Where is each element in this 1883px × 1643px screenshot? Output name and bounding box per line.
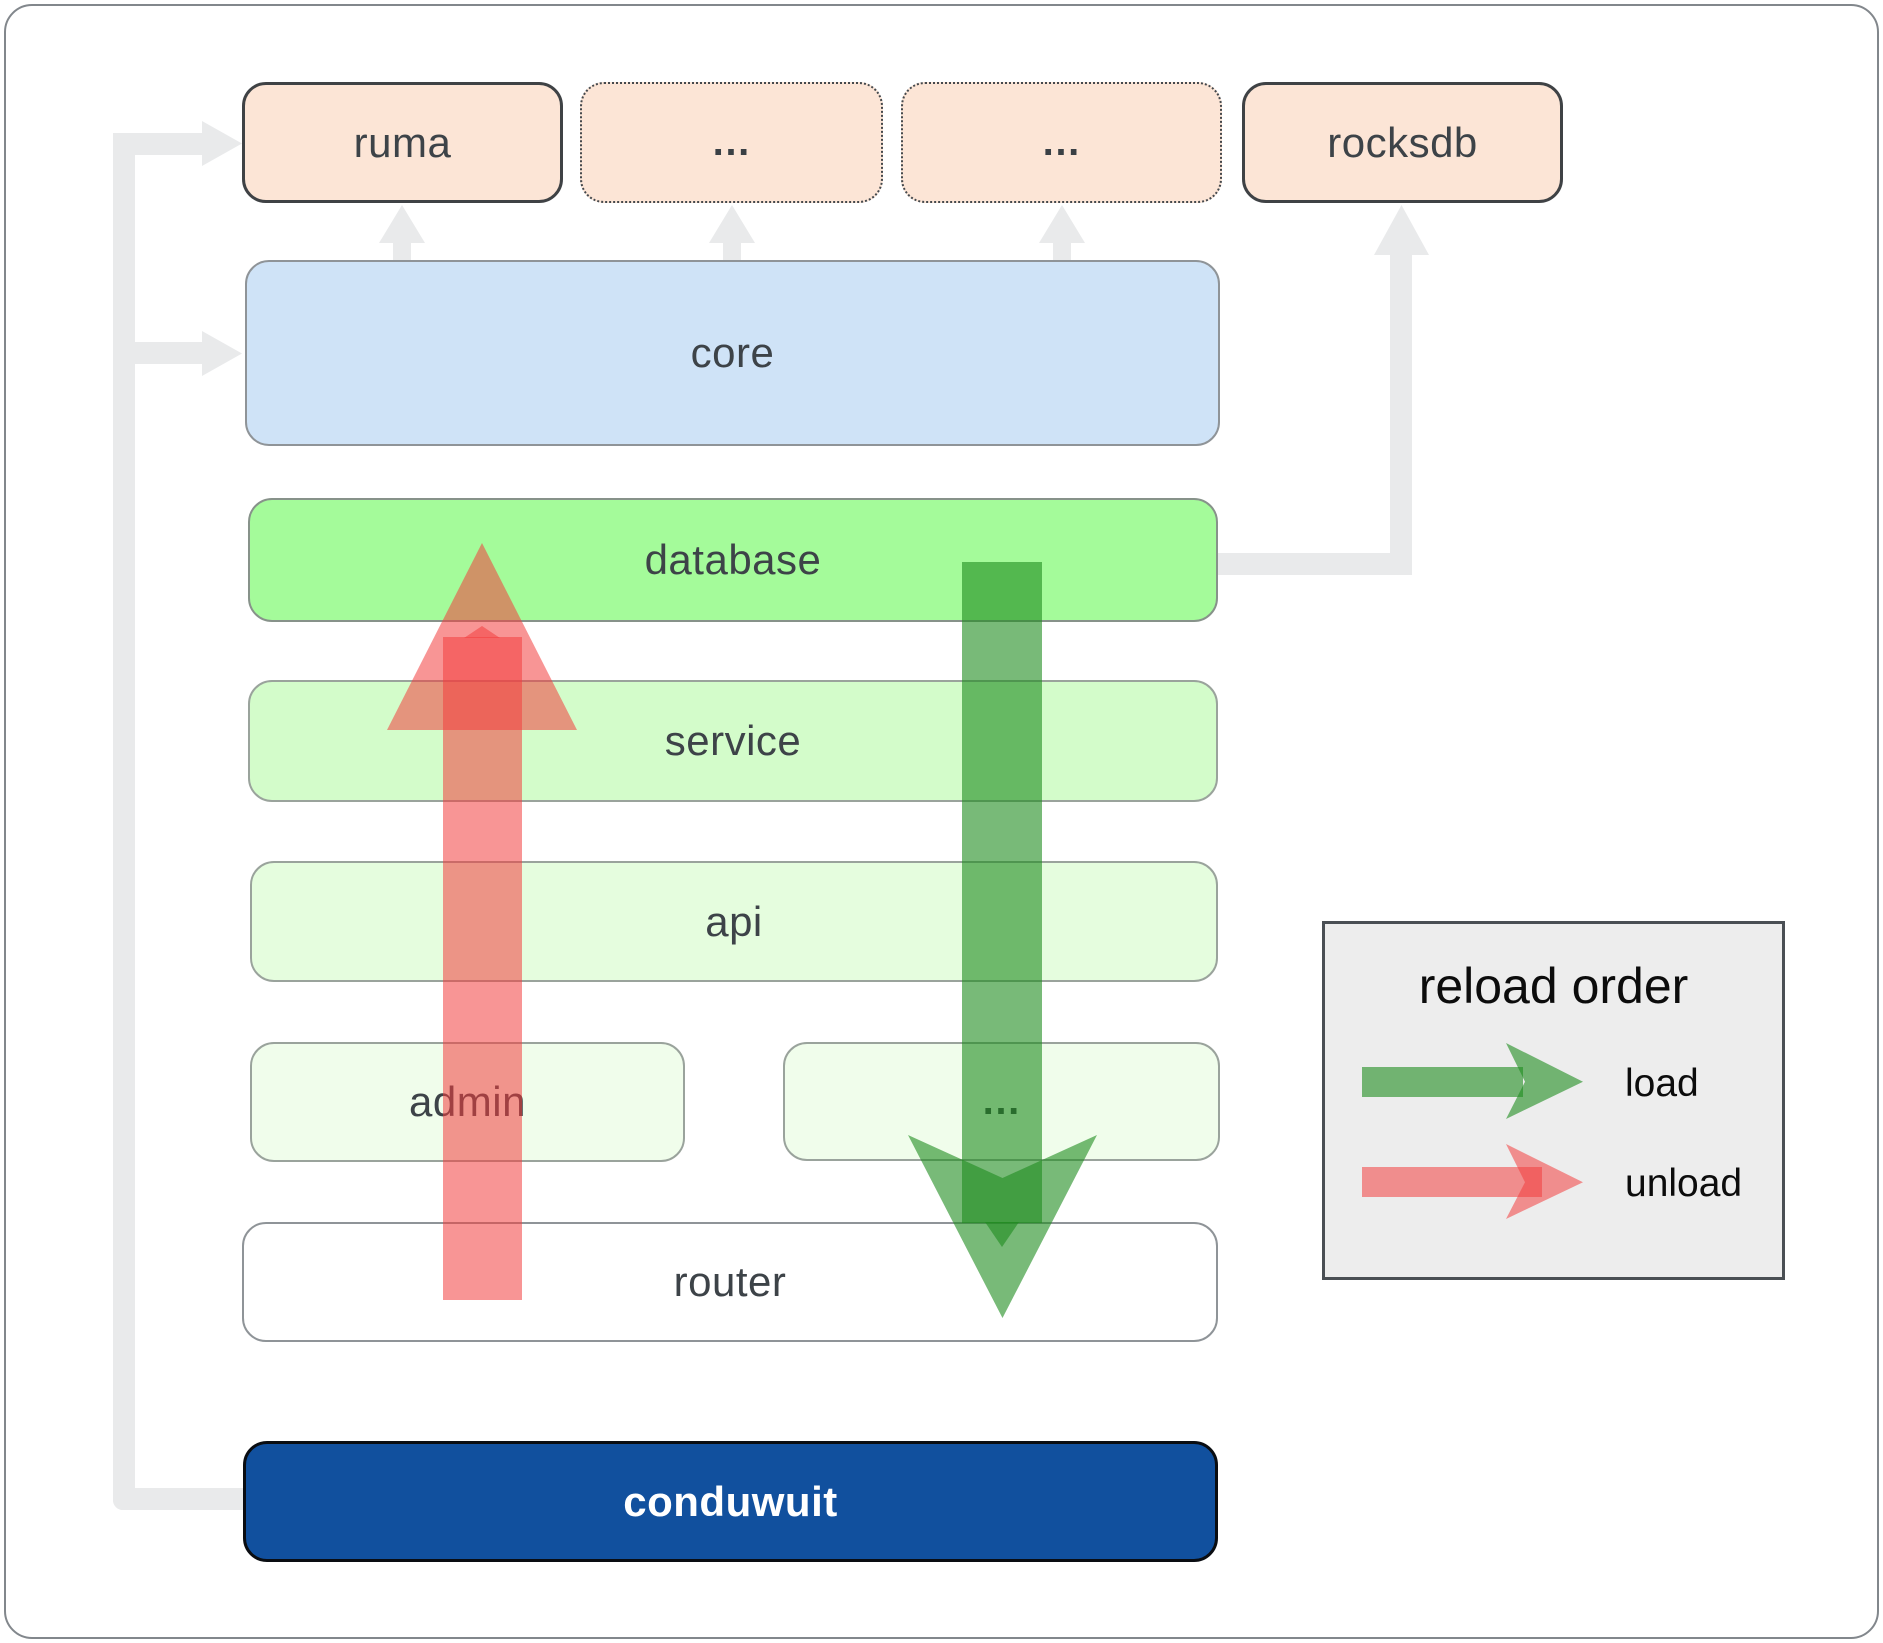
node-core: core — [245, 260, 1220, 446]
node-service-label: service — [664, 717, 802, 764]
legend — [1322, 921, 1785, 1280]
node-rocksdb: rocksdb — [1242, 82, 1563, 203]
connector-trunk-vertical — [113, 133, 135, 1510]
node-database-label: database — [644, 536, 822, 583]
node-ruma: ruma — [242, 82, 563, 203]
legend-unload-label: unload — [1625, 1162, 1743, 1205]
connector-database-rocksdb-horizontal — [1218, 553, 1412, 575]
connector-ruma-shaft — [130, 133, 202, 155]
connector-conduwuit-shaft — [113, 1488, 243, 1510]
legend-load-arrow-body — [1362, 1067, 1523, 1097]
node-api: api — [250, 861, 1218, 982]
node-top-ellipsis-2-label: … — [1041, 120, 1082, 164]
legend-title: reload order — [1418, 958, 1689, 1014]
node-conduwuit: conduwuit — [243, 1441, 1218, 1562]
node-database: database — [248, 498, 1218, 622]
unload-arrow-body — [443, 637, 522, 1300]
legend-unload-arrow-body — [1362, 1167, 1542, 1197]
load-arrow-body — [962, 562, 1042, 1223]
legend-load-label: load — [1625, 1062, 1699, 1105]
node-conduwuit-label: conduwuit — [623, 1477, 838, 1525]
node-service: service — [248, 680, 1218, 802]
node-rocksdb-label: rocksdb — [1327, 118, 1478, 166]
node-router: router — [242, 1222, 1218, 1342]
outer-frame — [4, 4, 1879, 1639]
node-top-ellipsis-2: … — [901, 82, 1222, 203]
node-router-label: router — [673, 1258, 787, 1305]
connector-core-to-ellipsis2 — [1053, 242, 1071, 262]
connector-core-shaft — [130, 342, 202, 364]
node-top-ellipsis-1: … — [580, 82, 883, 203]
node-top-ellipsis-1-label: … — [711, 120, 752, 164]
node-core-label: core — [690, 329, 775, 376]
connector-core-to-ellipsis1 — [723, 242, 741, 262]
node-api-label: api — [705, 897, 763, 945]
connector-core-to-ruma — [393, 242, 411, 262]
connector-database-rocksdb-vertical — [1390, 253, 1412, 575]
node-ruma-label: ruma — [353, 118, 452, 166]
